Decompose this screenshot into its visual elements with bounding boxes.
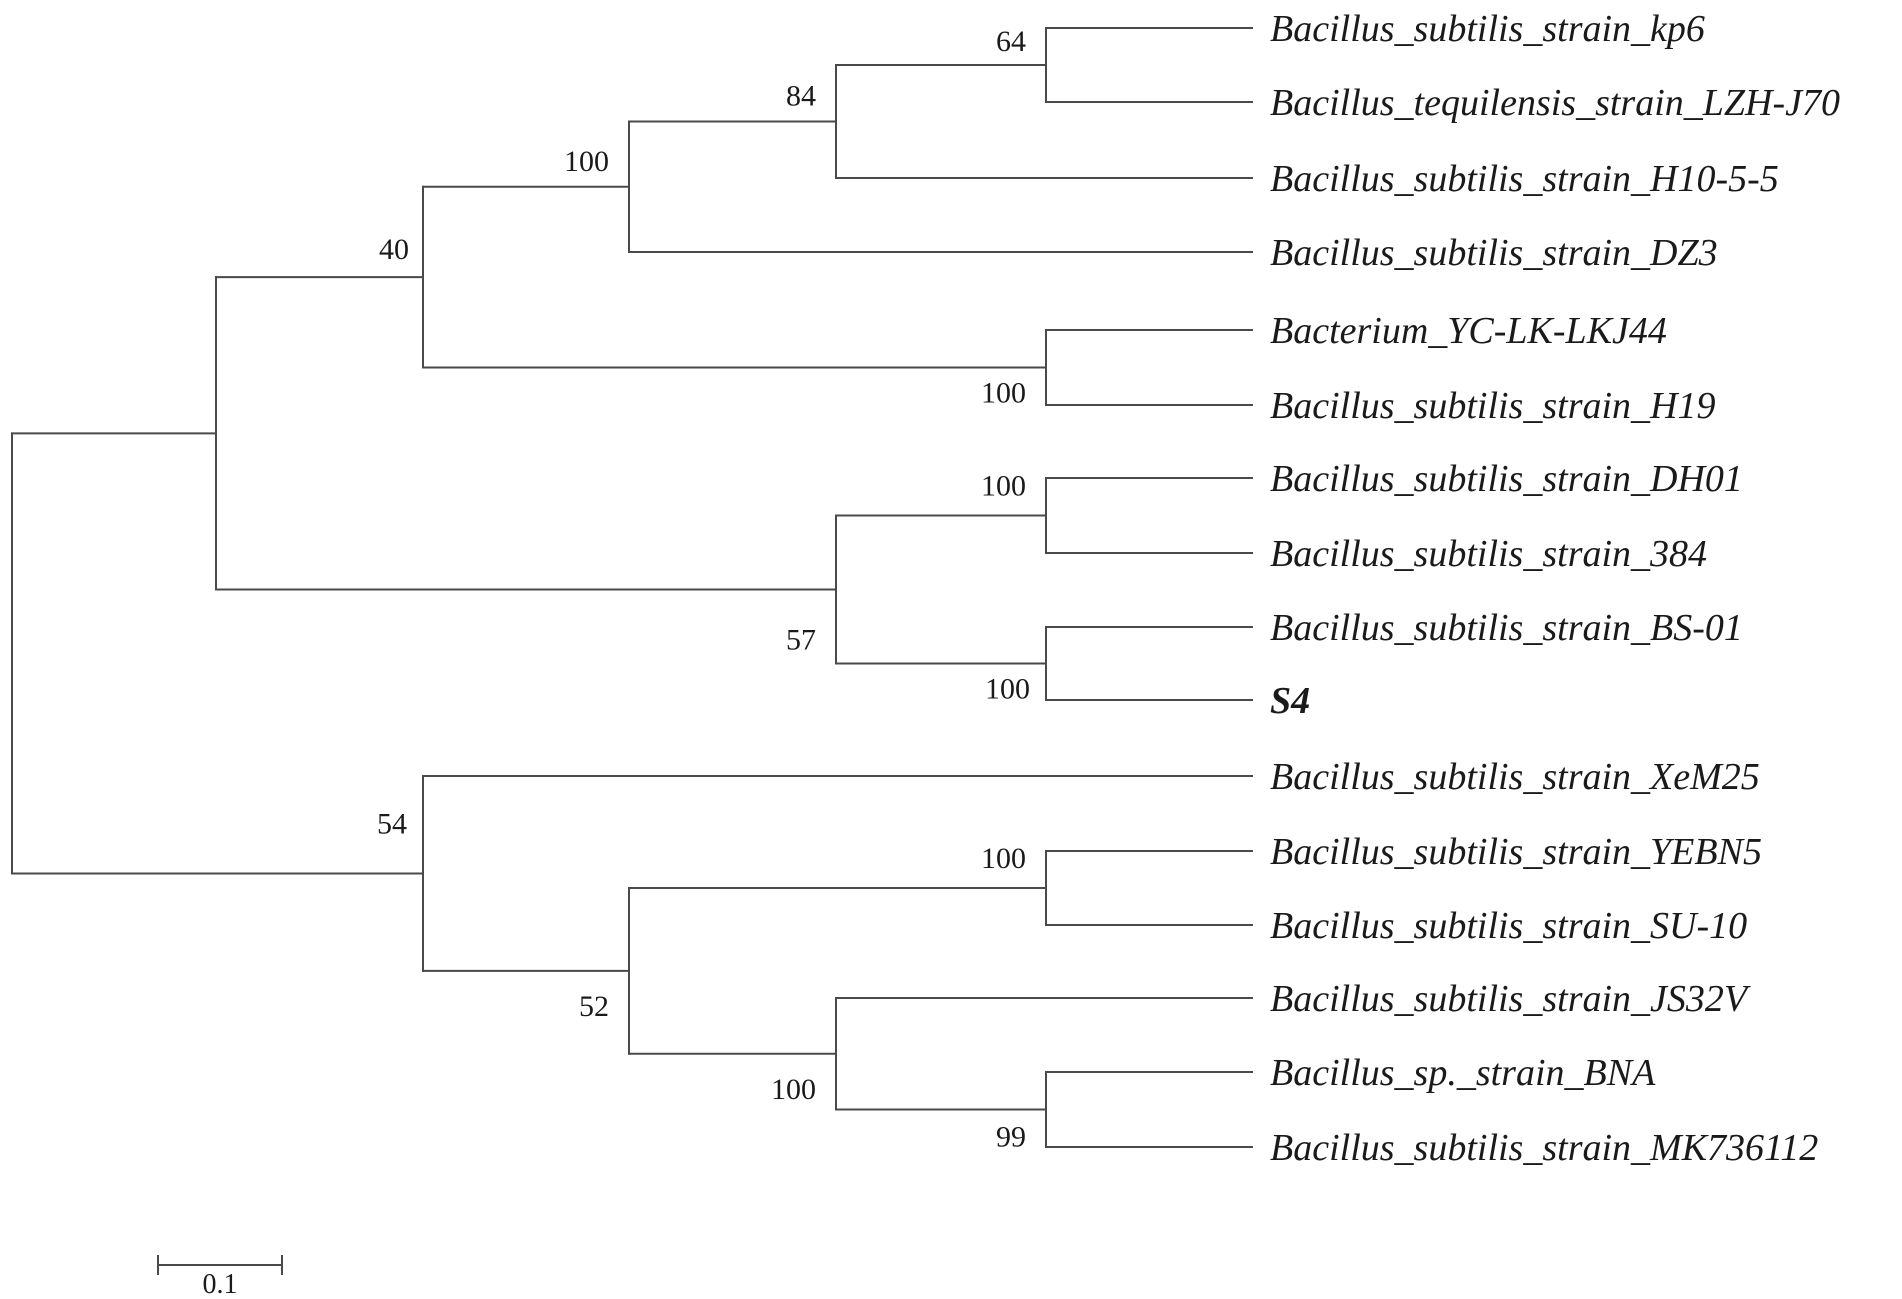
taxon-label-s4: S4 [1270,680,1310,722]
taxon-label-bna: Bacillus_sp._strain_BNA [1270,1052,1656,1094]
support-value-mid_group: 57 [786,624,816,657]
scale-bar-label: 0.1 [203,1269,238,1299]
taxon-label-kp6: Bacillus_subtilis_strain_kp6 [1270,8,1705,50]
support-value-yc_h19: 100 [981,377,1026,410]
taxon-label-s384: Bacillus_subtilis_strain_384 [1270,533,1707,575]
support-value-kp6_lzh: 64 [996,25,1026,58]
taxon-label-mk: Bacillus_subtilis_strain_MK736112 [1270,1127,1818,1169]
support-value-kp6_lzh_h10: 84 [786,80,816,113]
taxon-label-h19: Bacillus_subtilis_strain_H19 [1270,385,1715,427]
taxon-label-js32v: Bacillus_subtilis_strain_JS32V [1270,978,1751,1020]
support-value-bs01_s4: 100 [985,673,1030,706]
taxon-labels: Bacillus_subtilis_strain_kp6Bacillus_teq… [1270,8,1840,1169]
support-value-lower_inner: 52 [579,990,609,1023]
support-value-yebn5_su10: 100 [981,842,1026,875]
taxon-label-h10: Bacillus_subtilis_strain_H10-5-5 [1270,158,1779,200]
taxon-label-su10: Bacillus_subtilis_strain_SU-10 [1270,905,1747,947]
support-value-dh01_384: 100 [981,470,1026,503]
support-value-upper_group: 40 [379,233,409,266]
taxon-label-yc: Bacterium_YC-LK-LKJ44 [1270,310,1667,352]
support-value-lower_group: 54 [377,807,407,840]
support-value-js32v_group: 100 [771,1073,816,1106]
taxon-label-xem25: Bacillus_subtilis_strain_XeM25 [1270,756,1760,798]
tree-branches [11,27,1253,1148]
support-value-top_clade: 100 [564,145,609,178]
taxon-label-dh01: Bacillus_subtilis_strain_DH01 [1270,458,1743,500]
taxon-label-yebn5: Bacillus_subtilis_strain_YEBN5 [1270,831,1762,873]
support-value-bna_mk: 99 [996,1121,1026,1154]
taxon-label-dz3: Bacillus_subtilis_strain_DZ3 [1270,232,1718,274]
scale-bar: 0.1 [157,1255,283,1299]
support-values: 64 84 100 40 100 100 100 57 100 99 100 52 54 [377,25,1030,1154]
taxon-label-lzh: Bacillus_tequilensis_strain_LZH-J70 [1270,82,1840,124]
taxon-label-bs01: Bacillus_subtilis_strain_BS-01 [1270,607,1743,649]
